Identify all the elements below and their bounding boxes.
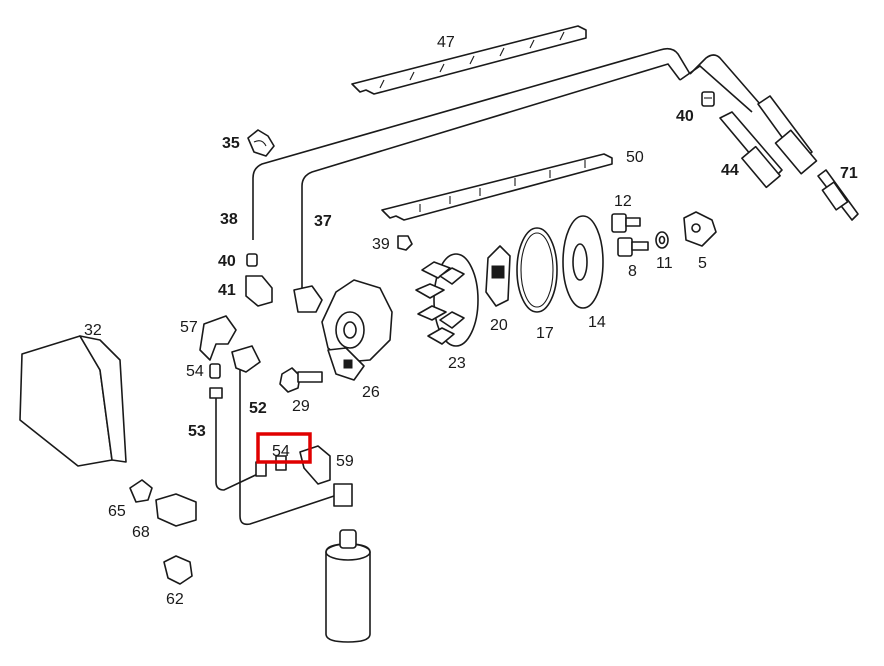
label-54-highlighted: 54 [272, 443, 290, 460]
label-20: 20 [490, 317, 508, 334]
label-40-mid: 40 [218, 253, 236, 270]
part-32-cover [19, 335, 127, 467]
label-23: 23 [448, 355, 466, 372]
part-23-distributor-cap [415, 253, 479, 347]
part-14-disc [562, 215, 604, 309]
part-38-37-ignition-wires [252, 47, 761, 292]
part-40-41-boot-left [245, 253, 273, 307]
part-20-rotor [485, 245, 511, 307]
label-47: 47 [437, 34, 455, 51]
part-50-holder-strip [381, 153, 613, 221]
label-35: 35 [222, 135, 240, 152]
label-52: 52 [249, 400, 267, 417]
label-50: 50 [626, 149, 644, 166]
part-17-seal-ring [516, 227, 558, 313]
label-59: 59 [336, 453, 354, 470]
part-12-bolt [611, 213, 641, 233]
part-44-connector [719, 95, 818, 189]
part-68-clip [155, 493, 197, 527]
part-62-clip [163, 555, 193, 585]
part-40-screw-top [701, 91, 715, 107]
label-11: 11 [656, 255, 673, 272]
ignition-coil [325, 529, 371, 643]
label-37: 37 [314, 213, 332, 230]
label-41: 41 [218, 282, 236, 299]
label-8: 8 [628, 263, 637, 280]
part-53-52-leads [209, 345, 341, 526]
label-44: 44 [721, 162, 739, 179]
label-40-top: 40 [676, 108, 694, 125]
label-68: 68 [132, 524, 150, 541]
part-26-distributor-body [321, 279, 393, 381]
part-47-holder-strip [351, 25, 587, 95]
part-57-boot [199, 315, 237, 361]
label-26: 26 [362, 384, 380, 401]
label-39: 39 [372, 236, 390, 253]
label-14: 14 [588, 314, 606, 331]
label-71: 71 [840, 165, 858, 182]
part-8-bolt [617, 237, 649, 257]
part-11-washer [655, 231, 669, 249]
highlight-box-54 [256, 432, 312, 464]
label-62: 62 [166, 591, 184, 608]
part-35-clip [247, 129, 275, 157]
label-29: 29 [292, 398, 310, 415]
label-38: 38 [220, 211, 238, 228]
part-39-nut [397, 235, 413, 251]
part-59-connector [299, 445, 353, 507]
label-65: 65 [108, 503, 126, 520]
label-12: 12 [614, 193, 632, 210]
label-57: 57 [180, 319, 198, 336]
label-5: 5 [698, 255, 707, 272]
part-5-plate [683, 211, 717, 247]
label-17: 17 [536, 325, 554, 342]
part-65-clip [129, 479, 153, 503]
label-53: 53 [188, 423, 206, 440]
label-32: 32 [84, 322, 102, 339]
part-37-boot [293, 285, 323, 313]
part-29-bolt [279, 367, 323, 393]
part-71-plug-connector [817, 169, 859, 221]
label-54-upper: 54 [186, 363, 204, 380]
part-54-screw-upper [209, 363, 221, 379]
